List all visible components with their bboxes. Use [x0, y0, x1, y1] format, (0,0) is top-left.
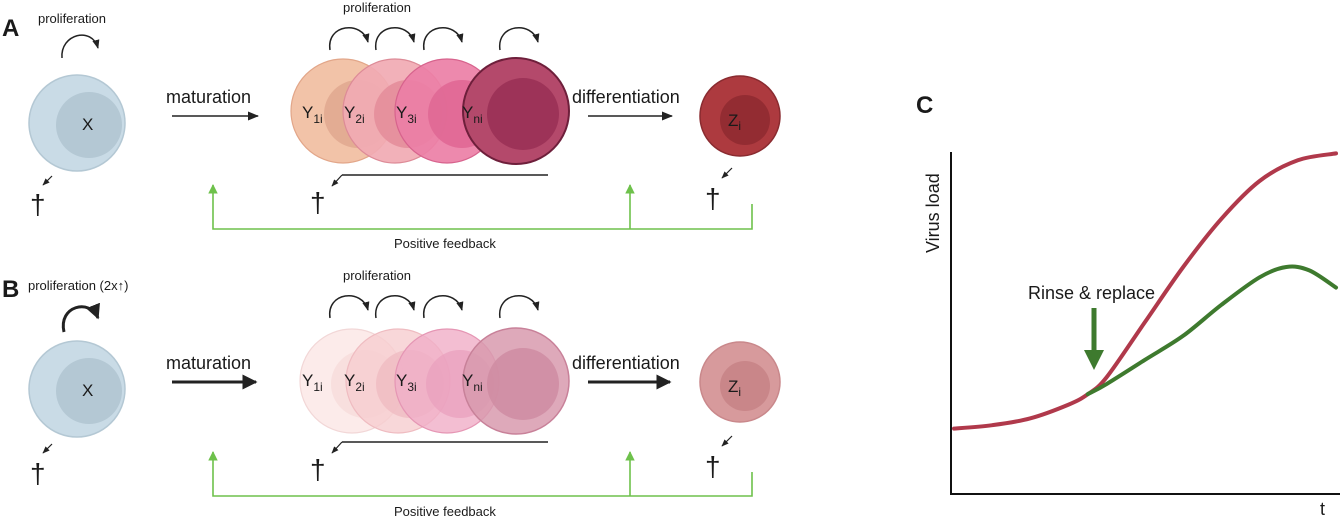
y-axis-label: Virus load — [923, 173, 943, 253]
y-death-arrow — [331, 174, 343, 187]
x-proliferation-label-b: proliferation (2x↑) — [28, 278, 128, 293]
panel-b: B proliferation (2x↑) X † maturation pro… — [2, 268, 781, 519]
y1-proliferation-arrow-b — [329, 295, 370, 319]
yn-label: Yni — [462, 103, 483, 126]
z-cell-nucleus — [720, 95, 770, 145]
maturation-label: maturation — [166, 87, 251, 107]
y2-label-b: Y2i — [344, 371, 365, 394]
y1-label-b: Y1i — [302, 371, 323, 394]
x-cell-nucleus — [56, 92, 122, 158]
yn-cell-nucleus — [487, 78, 559, 150]
positive-feedback-loop-b — [208, 451, 753, 497]
y3-proliferation-arrow-b — [423, 295, 464, 319]
positive-feedback-loop — [208, 184, 753, 230]
x-death-symbol-b: † — [30, 458, 46, 489]
yn-proliferation-arrow — [499, 27, 540, 51]
x-proliferation-arrow — [61, 34, 100, 59]
yn-proliferation-arrow-b — [499, 295, 540, 319]
z-death-arrow — [721, 167, 733, 179]
panel-c-label: C — [916, 92, 933, 119]
x-axis-label: t — [1320, 499, 1325, 519]
z-death-symbol: † — [705, 183, 721, 214]
curves-layer — [952, 151, 1338, 431]
y2-proliferation-arrow-b — [375, 295, 416, 319]
z-label-b: Zi — [728, 377, 741, 399]
x-proliferation-arrow-b — [61, 302, 100, 333]
x-death-symbol: † — [30, 189, 46, 220]
x-death-arrow-b — [42, 443, 53, 454]
y3-label: Y3i — [396, 103, 417, 126]
rinse-replace-label: Rinse & replace — [1028, 283, 1155, 303]
untreated-curve — [952, 151, 1338, 431]
panel-a-label: A — [2, 15, 19, 42]
y1-label: Y1i — [302, 103, 323, 126]
y-death-symbol: † — [310, 187, 326, 218]
y-death-arrow-b — [331, 441, 343, 454]
rinse-replace-arrow-head — [1084, 350, 1104, 370]
y3-proliferation-arrow — [423, 27, 464, 51]
positive-feedback-label: Positive feedback — [394, 236, 496, 251]
positive-feedback-label-b: Positive feedback — [394, 504, 496, 519]
treated-curve — [1085, 264, 1338, 397]
x-cell-nucleus-b — [56, 358, 122, 424]
z-label: Zi — [728, 111, 741, 133]
z-death-arrow-b — [721, 435, 733, 447]
panel-a: A proliferation X † maturation prolifera… — [2, 0, 781, 251]
differentiation-label-b: differentiation — [572, 353, 680, 373]
y1-proliferation-arrow — [329, 27, 370, 51]
maturation-label-b: maturation — [166, 353, 251, 373]
x-death-arrow — [42, 175, 53, 186]
y-proliferation-label-b: proliferation — [343, 268, 411, 283]
panel-c: C Virus load t Rinse & replace — [916, 92, 1340, 519]
x-cell-label: X — [82, 115, 93, 134]
z-death-symbol-b: † — [705, 451, 721, 482]
yn-label-b: Yni — [462, 371, 483, 394]
z-cell-nucleus-b — [720, 361, 770, 411]
yn-cell-nucleus-b — [487, 348, 559, 420]
y-death-symbol-b: † — [310, 454, 326, 485]
y2-proliferation-arrow — [375, 27, 416, 51]
y2-label: Y2i — [344, 103, 365, 126]
x-proliferation-label: proliferation — [38, 11, 106, 26]
differentiation-label: differentiation — [572, 87, 680, 107]
y3-label-b: Y3i — [396, 371, 417, 394]
panel-b-label: B — [2, 276, 19, 303]
x-cell-label-b: X — [82, 381, 93, 400]
y-proliferation-label: proliferation — [343, 0, 411, 15]
